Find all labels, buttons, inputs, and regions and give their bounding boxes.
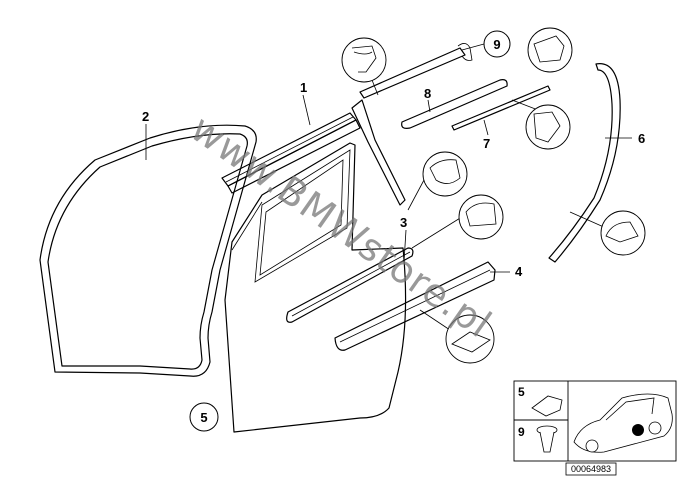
detail-circle-e (525, 104, 571, 150)
detail-circle-b (422, 151, 468, 197)
upper-window-channel (221, 112, 361, 194)
lower-trim (334, 261, 496, 351)
detail-circle-d (527, 27, 573, 73)
callout-4: 4 (515, 264, 523, 279)
callout-5-circle: 5 (189, 402, 219, 432)
trim-strip-short (401, 79, 508, 129)
location-marker (632, 424, 644, 436)
detail-circle-c (458, 194, 504, 240)
grommet-drawing (536, 425, 558, 453)
detail-circle-f (600, 210, 646, 256)
callout-5: 5 (200, 410, 207, 425)
diagram-code-box: 00064983 (565, 462, 617, 476)
inset-label-9: 9 (518, 425, 525, 439)
clip-drawing (531, 395, 563, 417)
inset-label-5: 5 (518, 385, 525, 399)
curved-seal (548, 63, 621, 263)
callout-3: 3 (400, 215, 407, 230)
callout-2: 2 (142, 109, 149, 124)
thin-seal-strip (451, 85, 551, 131)
window-frame-seal (39, 124, 257, 377)
car-outline (573, 393, 673, 453)
pillar-trim (351, 43, 473, 206)
detail-circle-g (445, 314, 495, 364)
callout-7: 7 (483, 136, 490, 151)
diagram-code: 00064983 (571, 464, 611, 474)
callout-8: 8 (424, 86, 431, 101)
callout-1: 1 (300, 80, 307, 95)
door-shell (224, 142, 407, 433)
callout-9-circle: 9 (483, 30, 511, 58)
leader-lines (145, 43, 632, 331)
callout-9: 9 (493, 37, 500, 52)
detail-circle-a (341, 37, 387, 83)
callout-6: 6 (638, 131, 645, 146)
inset-panel: 5 9 (513, 380, 677, 462)
window-sill-seal (286, 247, 414, 323)
watermark: www.BMWstore.pl (183, 106, 500, 346)
